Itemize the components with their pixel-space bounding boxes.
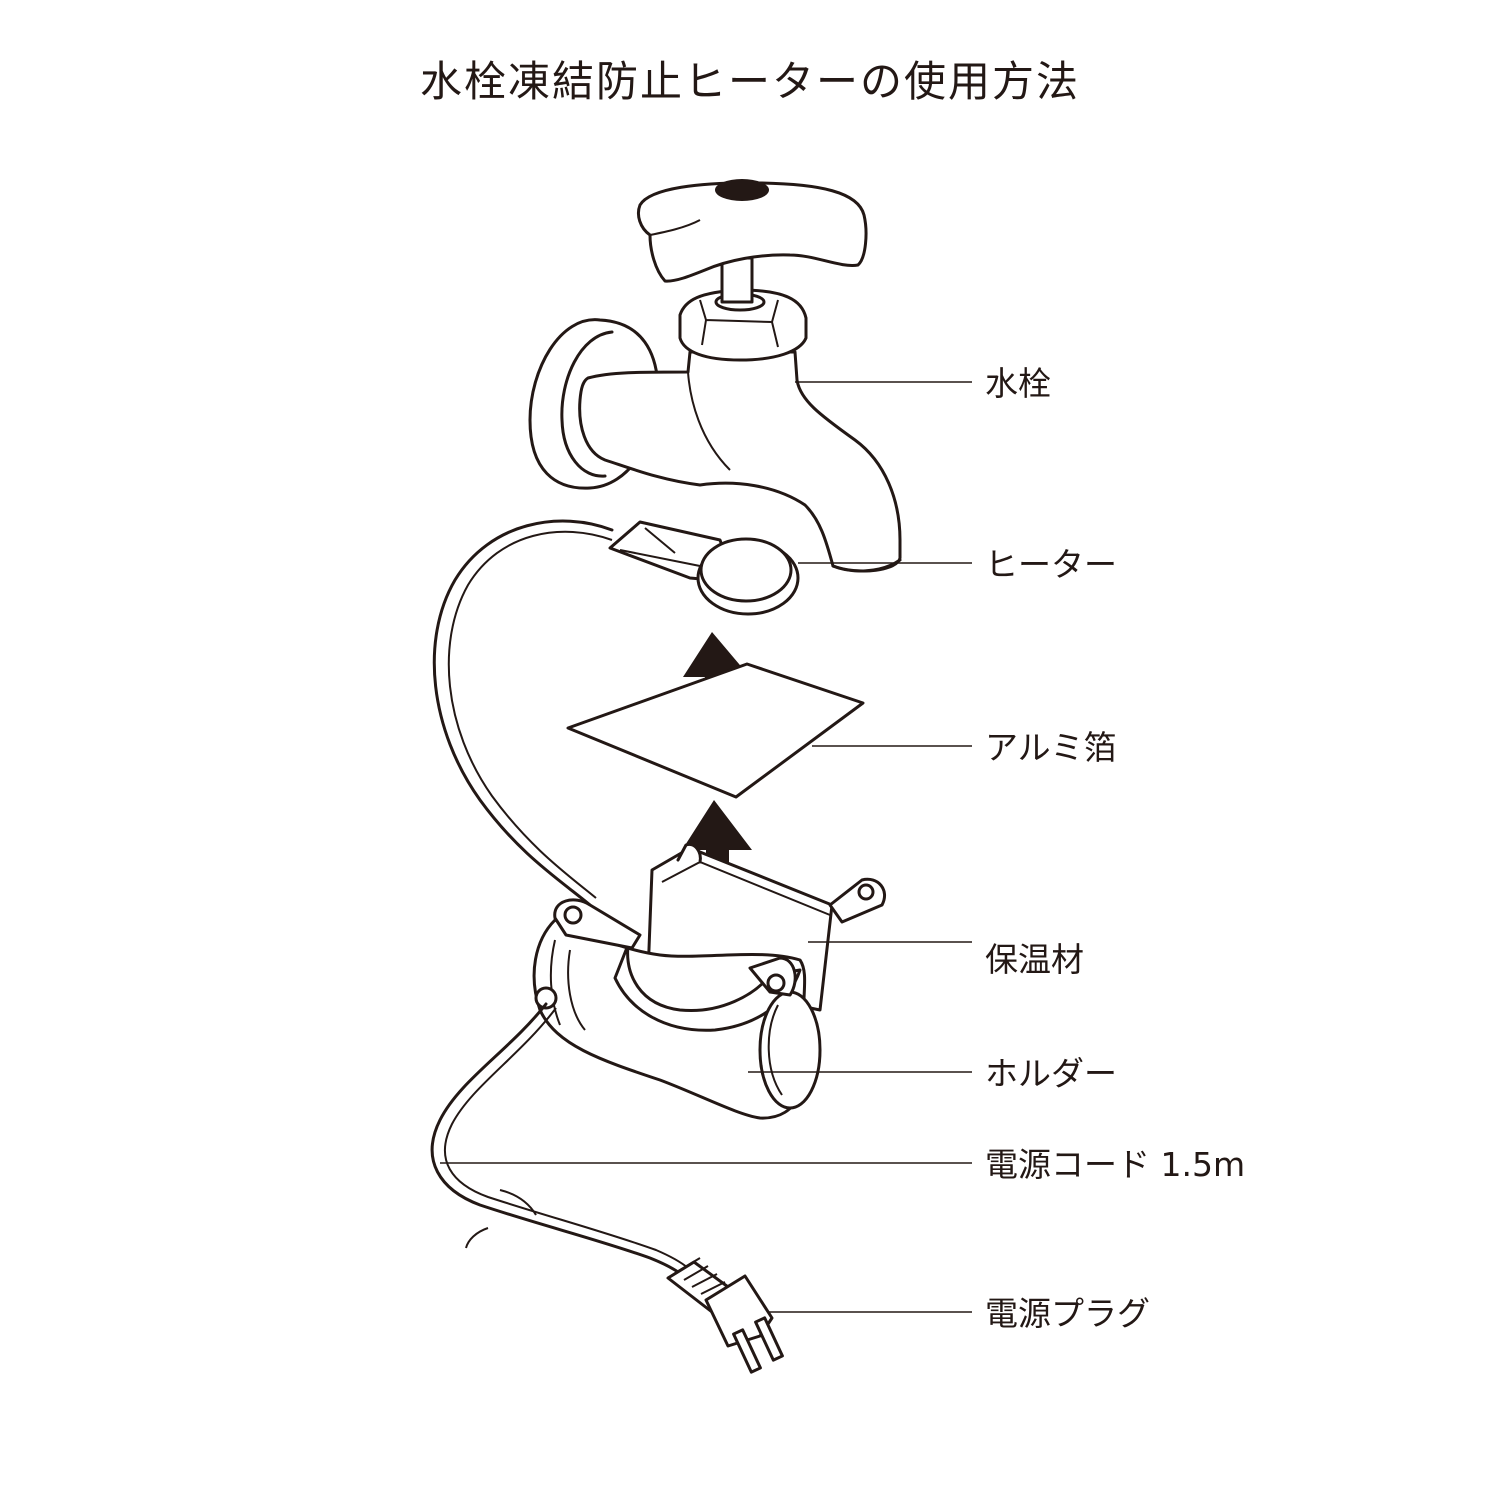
plug-prong-right — [754, 1316, 784, 1362]
holder-end-inner — [767, 1004, 783, 1096]
cord-break-mark — [465, 1189, 537, 1249]
faucet-flange-rim — [560, 330, 614, 478]
label-insulation: 保温材 — [985, 940, 1084, 979]
heater-disc-top — [699, 537, 793, 603]
heater-cord-edge — [447, 530, 613, 899]
holder-illustration — [532, 877, 886, 1120]
faucet-handle-edge — [649, 219, 701, 236]
faucet-body — [578, 350, 902, 573]
faucet-packing-nut — [678, 288, 808, 362]
insulation-tab — [676, 842, 702, 864]
aluminum-foil-sheet — [566, 662, 865, 799]
plug-prong-left — [732, 1328, 762, 1374]
label-power-cord: 電源コード 1.5m — [985, 1145, 1245, 1184]
holder-shading — [549, 939, 586, 1031]
holder-back-screw-hole — [857, 883, 875, 901]
arrow-up-upper — [683, 632, 750, 708]
power-cord — [430, 1002, 684, 1277]
heater-clip-ridge — [619, 527, 701, 567]
label-holder: ホルダー — [985, 1054, 1117, 1093]
plug-ribs — [674, 1257, 726, 1295]
holder-back-ear — [828, 877, 886, 924]
power-cord-edge — [443, 1007, 689, 1269]
heater-illustration — [432, 519, 800, 907]
holder-saddle — [613, 943, 802, 1032]
holder-left-screw-hole — [563, 905, 583, 925]
holder-cord-grommet — [534, 986, 558, 1010]
faucet-nut-facet — [699, 299, 779, 348]
faucet-illustration — [528, 179, 902, 573]
holder-right-screw-hole — [766, 973, 786, 993]
label-faucet: 水栓 — [985, 364, 1051, 403]
faucet-body-crease — [687, 371, 731, 471]
label-heater: ヒーター — [985, 545, 1117, 584]
label-power-plug: 電源プラグ — [985, 1294, 1150, 1333]
arrow-up-lower — [682, 800, 752, 912]
heater-cord — [432, 519, 614, 907]
label-aluminum-foil: アルミ箔 — [985, 728, 1117, 767]
power-cord-illustration — [430, 1002, 784, 1374]
faucet-stem — [720, 256, 754, 304]
faucet-handle-screw — [715, 179, 769, 201]
diagram-title: 水栓凍結防止ヒーターの使用方法 — [419, 57, 1080, 106]
